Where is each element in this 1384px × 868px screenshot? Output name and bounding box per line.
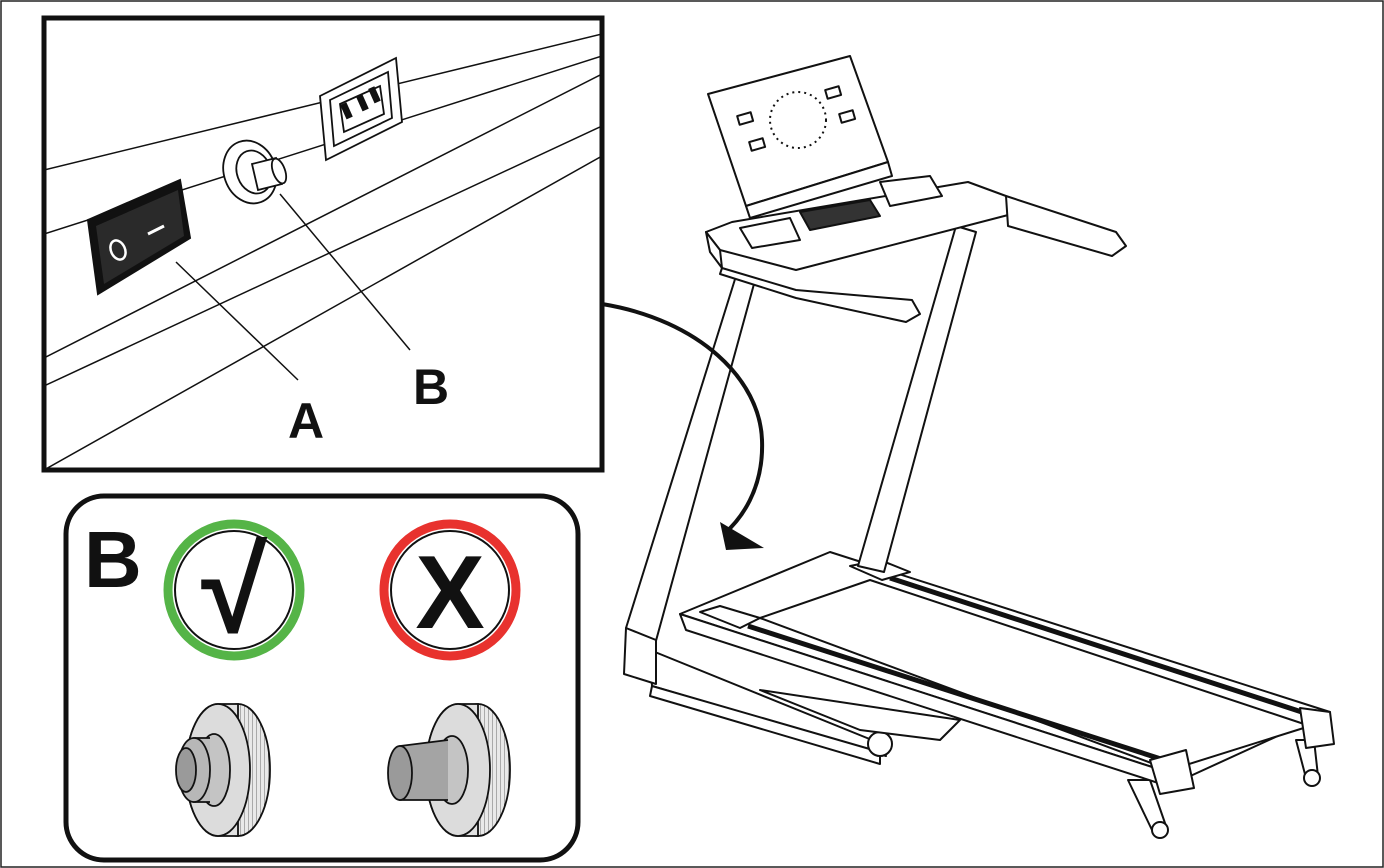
wrong-indicator: X (379, 519, 521, 661)
reset-knob-icon (175, 703, 271, 837)
front-cover-cap (699, 605, 761, 629)
belt-edge-right (889, 575, 1315, 719)
console-base (745, 161, 893, 219)
rear-wheel-left (1151, 821, 1169, 839)
rocker-switch-icon: O I (86, 178, 192, 296)
console-btn-1 (736, 111, 755, 126)
rear-end-cap (1149, 749, 1195, 795)
callout-label-a: A (288, 393, 325, 449)
console-btn-3 (824, 85, 843, 100)
connector-arrow (601, 302, 765, 536)
reset-button-icon (222, 139, 288, 205)
treadmill-icon (623, 55, 1335, 839)
base-frame-bottom (649, 685, 881, 765)
wrong-ring (379, 519, 521, 661)
correct-ring (163, 519, 305, 661)
under-frame (759, 689, 961, 741)
front-roller-cap (867, 731, 893, 757)
upright-right (857, 225, 977, 573)
console-btn-2 (748, 137, 767, 152)
belt-edge-left (747, 623, 1165, 763)
power-socket-icon (319, 56, 403, 162)
leader-line-a (175, 261, 299, 381)
cup-holder-left (739, 217, 801, 249)
check-mark-icon: √ (201, 524, 268, 658)
handle-left (719, 267, 921, 323)
cup-holder-right (879, 175, 943, 207)
cross-mark-icon: X (415, 535, 484, 651)
rear-wheel-right (1303, 769, 1321, 787)
console-display-dots (769, 91, 827, 149)
upright-left-foot (623, 627, 657, 685)
center-tray (799, 199, 881, 231)
reset-knob-icon (387, 703, 511, 837)
arrow-head (720, 522, 764, 550)
leader-line-b (279, 193, 411, 351)
callout-label-b: B (413, 359, 450, 415)
console-btn-4 (838, 109, 857, 124)
handle-right (1005, 195, 1127, 257)
correct-indicator: √ (163, 519, 305, 661)
panel-label-b: B (84, 515, 142, 604)
inset-contents: O I (44, 33, 602, 470)
rear-end-cap-right (1299, 707, 1335, 749)
